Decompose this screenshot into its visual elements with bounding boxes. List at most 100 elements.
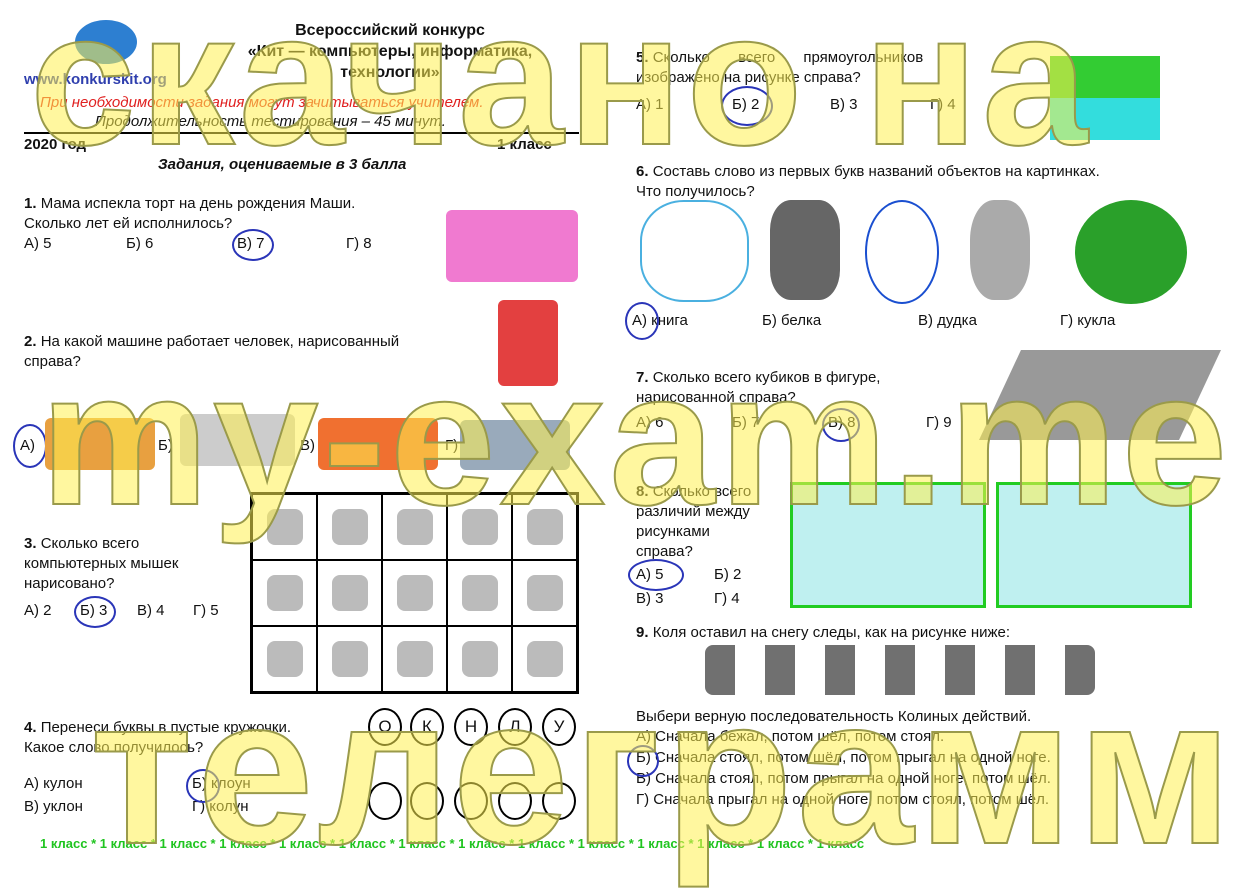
q7-text: 7. Сколько всего кубиков в фигуре, нарисо… [636,368,880,408]
q5-option-c[interactable]: В) 3 [830,96,858,113]
q5-number: 5. [636,49,649,66]
q7-option-b[interactable]: Б) 7 [732,414,760,431]
teacher-note: При необходимости задания могут зачитыва… [40,94,484,111]
q8-number: 8. [636,483,649,500]
snowman-picture-1 [790,482,986,608]
q3-line2: компьютерных мышек [24,555,179,572]
q9-option-b[interactable]: Б) Сначала стоял, потом шёл, потом прыга… [636,749,1051,766]
q8-option-d[interactable]: Г) 4 [714,590,740,607]
devices-grid [250,492,579,694]
q1-option-d[interactable]: Г) 8 [346,235,372,252]
q1-option-a[interactable]: А) 5 [24,235,52,252]
q6-option-c[interactable]: В) дудка [918,312,977,329]
logo-url[interactable]: www.konkurskit.org [24,71,167,88]
year: 2020 год [24,136,87,153]
answer-circle [625,302,659,340]
q6-option-d[interactable]: Г) кукла [1060,312,1116,329]
q3-option-a[interactable]: А) 2 [24,602,52,619]
letter-circle: К [410,708,444,746]
q6-line1: Составь слово из первых букв названий об… [652,163,1100,180]
q6-number: 6. [636,163,649,180]
empty-circle[interactable] [368,782,402,820]
q2-option-b[interactable]: Б) [158,437,173,454]
q2-option-d[interactable]: Г) [445,437,459,454]
empty-circle[interactable] [410,782,444,820]
answer-circle [13,424,47,468]
goose-image [970,200,1030,300]
q6-text: 6. Составь слово из первых букв названий… [636,162,1100,202]
empty-circle[interactable] [454,782,488,820]
q6-line2: Что получилось? [636,183,755,200]
q8-line3: рисунками [636,523,710,540]
header-rule [24,132,579,134]
letter-circle: Л [498,708,532,746]
q4-text: 4. Перенеси буквы в пустые кружочки.Како… [24,718,291,758]
answer-circle [232,229,274,261]
q1-option-b[interactable]: Б) 6 [126,235,154,252]
q4-option-c[interactable]: В) уклон [24,798,83,815]
footprints-image [705,645,1095,695]
truck-image-2 [180,414,295,466]
answer-circle [186,769,220,803]
title-line-1: Всероссийский конкурс [295,22,485,39]
section-title: Задания, оцениваемые в 3 балла [158,156,407,173]
whale-logo [75,20,137,64]
watermelon-image [1075,200,1187,304]
q3-line3: нарисовано? [24,575,115,592]
q9-option-d[interactable]: Г) Сначала прыгал на одной ноге, потом с… [636,791,1050,808]
q7-line1: Сколько всего кубиков в фигуре, [652,369,881,386]
title-line-3: технологии» [340,64,440,81]
letter-circle: Н [454,708,488,746]
q3-option-c[interactable]: В) 4 [137,602,165,619]
q7-option-d[interactable]: Г) 9 [926,414,952,431]
q6-option-b[interactable]: Б) белка [762,312,822,329]
q7-option-a[interactable]: А) 6 [636,414,664,431]
snowman-picture-2 [996,482,1192,608]
q8-line1: Сколько всего [652,483,752,500]
cake-image [446,210,578,282]
q8-option-c[interactable]: В) 3 [636,590,664,607]
q3-text: 3. Сколько всего компьютерных мышек нарисо… [24,534,178,594]
q5-line2: изображено на рисунке справа? [636,69,861,86]
truck-image-4 [460,420,570,470]
q9-text: 9. Коля оставил на снегу следы, как на р… [636,624,1010,641]
scissors-image [770,200,840,300]
q5-line1: Сколько всего прямоугольников [652,49,924,66]
grade: 1 класс [497,136,552,153]
q5-text: 5. Сколько всего прямоугольников изображе… [636,48,923,88]
q5-option-d[interactable]: Г) 4 [930,96,956,113]
q8-option-b[interactable]: Б) 2 [714,566,742,583]
q4-option-a[interactable]: А) кулон [24,775,83,792]
q7-line2: нарисованной справа? [636,389,796,406]
empty-circle[interactable] [498,782,532,820]
q2-line1: На какой машине работает человек, нарисо… [40,333,400,350]
q1-number: 1. [24,195,37,212]
q9-option-c[interactable]: В) Сначала стоял, потом прыгал на одной … [636,770,1051,787]
q9-prompt: Выбери верную последовательность Колиных… [636,708,1032,725]
answer-circle [822,408,860,442]
duration-note: Продолжительность тестирования – 45 мину… [95,113,446,130]
truck-image-1 [45,418,155,470]
empty-circle[interactable] [542,782,576,820]
q9-option-a[interactable]: А) Сначала бежал, потом шёл, потом стоял… [636,728,945,745]
q2-option-c[interactable]: В) [300,437,315,454]
q1-line2: Сколько лет ей исполнилось? [24,215,233,232]
answer-circle [74,596,116,628]
q4-line2: Какое слово получилось? [24,739,204,756]
truck-image-3 [318,418,438,470]
answer-circle [627,745,659,777]
q2-number: 2. [24,333,37,350]
q3-option-d[interactable]: Г) 5 [193,602,219,619]
letter-circle: У [542,708,576,746]
footer-strip: 1 класс * 1 класс * 1 класс * 1 класс * … [40,836,865,851]
answer-circle [628,559,684,591]
q8-line4: справа? [636,543,693,560]
q7-number: 7. [636,369,649,386]
answer-circle [721,86,773,126]
q4-line1: Перенеси буквы в пустые кружочки. [40,719,292,736]
q3-line1: Сколько всего [40,535,140,552]
q3-number: 3. [24,535,37,552]
q5-option-a[interactable]: А) 1 [636,96,664,113]
q9-number: 9. [636,624,649,641]
